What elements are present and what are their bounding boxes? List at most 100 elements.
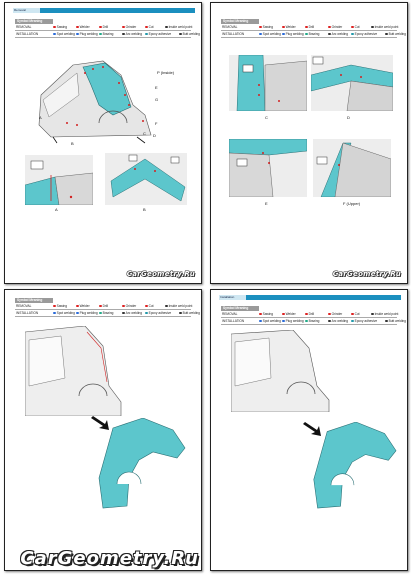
- manual-page-2: Symbol Meaning REMOVAL Sawing Welder Dri…: [210, 2, 408, 284]
- detail-caption: E: [265, 201, 268, 206]
- legend-title: Symbol Meaning: [15, 298, 53, 303]
- symbol-legend: Symbol Meaning REMOVAL Sawing Welder Dri…: [15, 298, 200, 317]
- detail-caption: A: [55, 207, 58, 212]
- detail-caption: D: [347, 115, 350, 120]
- legend-removal-label: REMOVAL: [16, 25, 32, 29]
- epoxy-icon: [145, 311, 148, 315]
- symbol-legend: Symbol Meaning REMOVAL Sawing Welder Dri…: [15, 19, 200, 38]
- legend-item: Plug welding: [79, 32, 98, 36]
- butt-weld-icon: [385, 32, 388, 36]
- butt-weld-icon: [385, 319, 388, 323]
- legend-item: Inside weld point: [168, 304, 193, 308]
- welder-icon: [282, 25, 285, 29]
- legend-row-removal: REMOVAL Sawing Welder Drill Grinder Cut …: [221, 311, 398, 318]
- legend-item: Welder: [285, 25, 296, 29]
- drill-icon: [305, 25, 308, 29]
- section-header-bar: Removal: [13, 8, 195, 13]
- grinder-icon: [328, 25, 331, 29]
- spot-weld-icon: [53, 311, 56, 315]
- detail-a-diagram: [25, 155, 93, 205]
- legend-item: Arc welding: [331, 32, 349, 36]
- legend-item: Inside weld point: [168, 25, 193, 29]
- butt-weld-icon: [179, 311, 182, 315]
- legend-installation-label: INSTALLATION: [222, 32, 245, 36]
- brazing-icon: [305, 32, 308, 36]
- body-side-frame-diagram: [231, 330, 330, 412]
- welder-icon: [282, 312, 285, 316]
- plug-weld-icon: [76, 32, 79, 36]
- epoxy-icon: [351, 319, 354, 323]
- legend-item: Grinder: [125, 25, 137, 29]
- inside-weld-point-icon: [165, 25, 168, 29]
- legend-item: Butt welding: [182, 32, 200, 36]
- legend-item: Sawing: [262, 312, 274, 316]
- grinder-icon: [122, 304, 125, 308]
- drill-icon: [99, 25, 102, 29]
- legend-row-removal: REMOVAL Sawing Welder Drill Grinder Cut …: [15, 303, 193, 310]
- legend-item: Arc welding: [125, 311, 143, 315]
- legend-item: Butt welding: [388, 32, 406, 36]
- manual-page-1: Removal Symbol Meaning REMOVAL Sawing We…: [4, 2, 202, 284]
- butt-weld-icon: [179, 32, 182, 36]
- arrow-icon: [303, 422, 321, 436]
- legend-removal-label: REMOVAL: [16, 304, 32, 308]
- legend-installation-label: INSTALLATION: [222, 319, 245, 323]
- quarter-panel-removal-diagram: [38, 60, 152, 144]
- legend-item: Epoxy adhesive: [354, 32, 378, 36]
- legend-installation-label: INSTALLATION: [16, 32, 39, 36]
- legend-title: Symbol Meaning: [221, 306, 259, 311]
- new-quarter-panel-diagram: [313, 422, 397, 509]
- epoxy-icon: [145, 32, 148, 36]
- legend-item: Welder: [79, 304, 90, 308]
- legend-item: Plug welding: [79, 311, 98, 315]
- legend-item: Grinder: [125, 304, 137, 308]
- legend-row-removal: REMOVAL Sawing Welder Drill Grinder Cut …: [221, 24, 399, 31]
- callout-label: G: [155, 97, 159, 102]
- welder-icon: [76, 304, 79, 308]
- callout-label: F: [155, 121, 158, 126]
- legend-row-installation: INSTALLATION Spot welding Plug welding B…: [15, 31, 200, 38]
- plug-weld-icon: [282, 32, 285, 36]
- cut-icon: [145, 25, 148, 29]
- callout-label: E: [155, 85, 158, 90]
- watermark-logo: CarGeometry.Ru: [332, 270, 401, 278]
- symbol-legend: Symbol Meaning REMOVAL Sawing Welder Dri…: [221, 306, 406, 325]
- legend-removal-label: REMOVAL: [222, 25, 238, 29]
- callout-label: P (Inside): [157, 70, 175, 75]
- callout-label: A: [39, 115, 42, 120]
- legend-item: Plug welding: [285, 32, 304, 36]
- detail-c-diagram: [229, 55, 307, 111]
- legend-item: Epoxy adhesive: [148, 311, 172, 315]
- symbol-legend: Symbol Meaning REMOVAL Sawing Welder Dri…: [221, 19, 406, 38]
- detail-f-upper-diagram: [313, 139, 391, 197]
- legend-item: Arc welding: [125, 32, 143, 36]
- legend-item: Spot welding: [56, 32, 75, 36]
- saw-icon: [259, 25, 262, 29]
- brazing-icon: [99, 311, 102, 315]
- arc-weld-icon: [328, 319, 331, 323]
- legend-item: Drill: [102, 25, 109, 29]
- saw-icon: [53, 25, 56, 29]
- detail-e-diagram: [229, 139, 307, 197]
- detail-d-diagram: [311, 55, 393, 111]
- brazing-icon: [305, 319, 308, 323]
- grinder-icon: [328, 312, 331, 316]
- section-header-tab: Installation: [219, 295, 246, 300]
- legend-item: Sawing: [56, 25, 68, 29]
- callout-label: B: [71, 141, 74, 146]
- cut-icon: [351, 312, 354, 316]
- legend-item: Brazing: [308, 319, 320, 323]
- legend-item: Welder: [79, 25, 90, 29]
- spot-weld-icon: [259, 319, 262, 323]
- legend-title: Symbol Meaning: [15, 19, 53, 24]
- legend-item: Spot welding: [262, 319, 281, 323]
- legend-item: Cut: [354, 312, 360, 316]
- callout-label: D: [153, 133, 156, 138]
- legend-row-installation: INSTALLATION Spot welding Plug welding B…: [15, 310, 200, 317]
- cut-icon: [351, 25, 354, 29]
- arc-weld-icon: [122, 32, 125, 36]
- legend-item: Butt welding: [388, 319, 406, 323]
- legend-item: Inside weld point: [374, 25, 399, 29]
- spot-weld-icon: [53, 32, 56, 36]
- plug-weld-icon: [76, 311, 79, 315]
